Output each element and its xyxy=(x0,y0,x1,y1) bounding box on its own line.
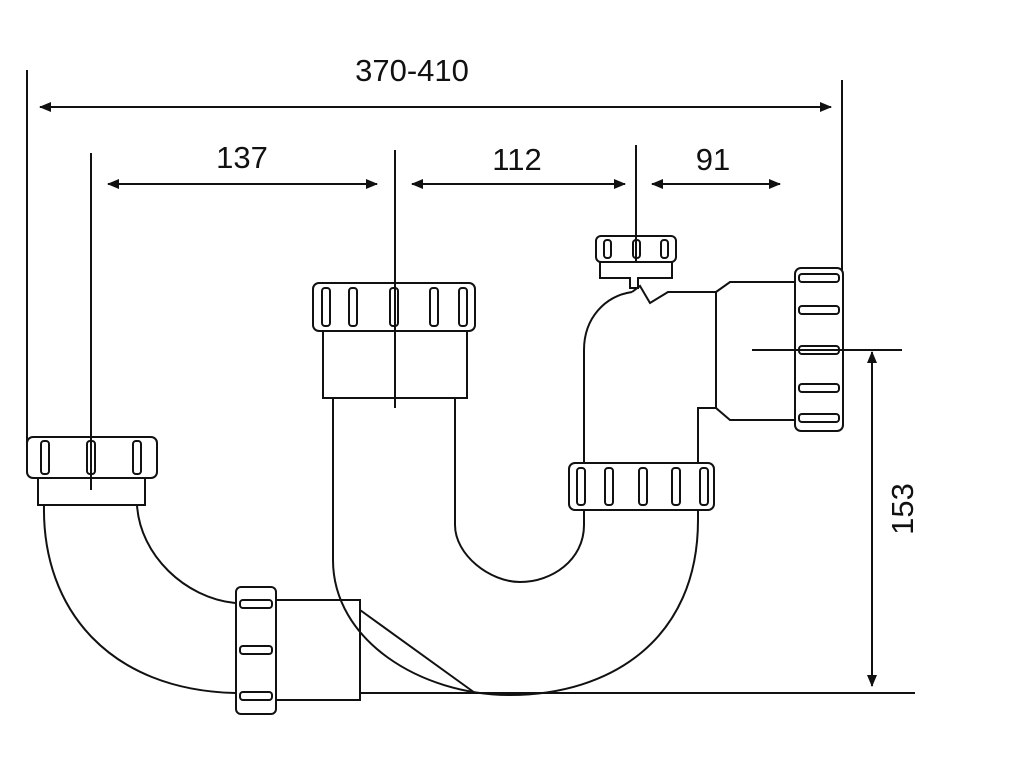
left-bend-outer-wall xyxy=(42,504,236,694)
trap-body xyxy=(42,261,796,701)
dimension-lines xyxy=(26,70,915,694)
left-union-nut xyxy=(235,586,277,715)
right-riser-nut xyxy=(568,462,715,511)
centre-to-vent-label: 112 xyxy=(492,142,541,177)
u-trap-outer-wall xyxy=(332,398,699,697)
vent-nut-neck xyxy=(599,261,673,289)
left-bend-inner-wall xyxy=(136,504,236,604)
dimension-labels: 370-410 137 112 91 153 xyxy=(216,53,920,535)
outlet-height-label: 153 xyxy=(885,483,920,535)
overall-width-label: 370-410 xyxy=(355,53,469,88)
trap-web xyxy=(359,609,476,694)
outlet-elbow-lower-wall xyxy=(697,407,716,465)
vent-stub xyxy=(631,284,717,408)
outlet-elbow-inner-wall xyxy=(583,291,633,465)
inlet-to-centre-label: 137 xyxy=(216,140,268,175)
u-trap-inner-wall xyxy=(454,398,585,584)
vent-to-outlet-label: 91 xyxy=(696,142,730,177)
